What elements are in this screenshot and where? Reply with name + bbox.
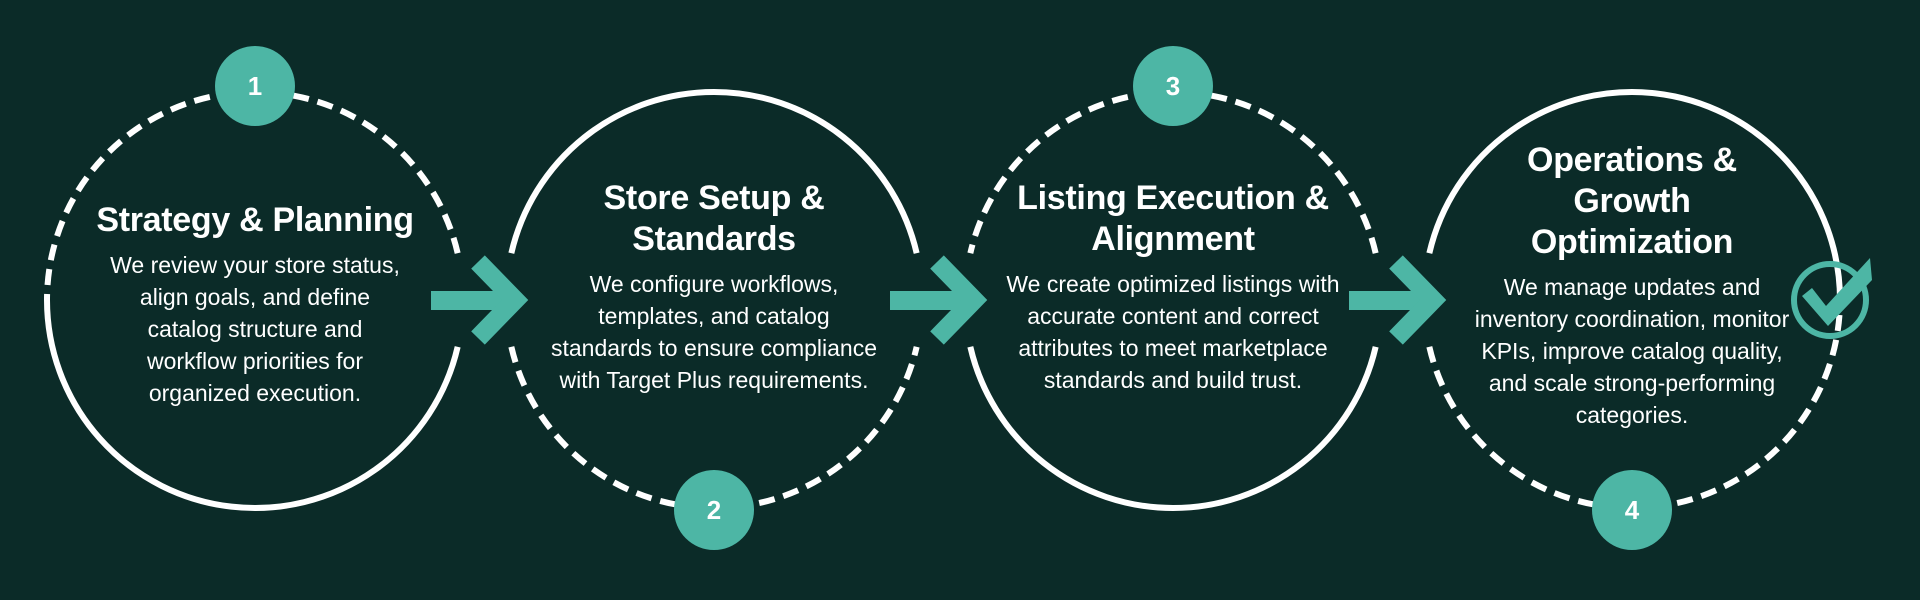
check-circle-icon	[1791, 258, 1872, 339]
step-4: Operations & Growth Optimization We mana…	[1442, 140, 1822, 431]
step-description: We create optimized listings with accura…	[1006, 271, 1340, 393]
step-2: Store Setup & Standards We configure wor…	[524, 178, 904, 396]
circle-bottom-arc	[967, 346, 1379, 511]
step-title: Strategy & Planning	[96, 201, 414, 239]
step-title: Operations & Growth Optimization	[1527, 141, 1737, 261]
step-description: We review your store status, align goals…	[110, 252, 400, 406]
step-number-badge-3: 3	[1133, 46, 1213, 126]
step-description: We configure workflows, templates, and c…	[550, 271, 878, 393]
step-number-badge-1: 1	[215, 46, 295, 126]
circle-bottom-arc	[44, 299, 461, 511]
step-number-badge-4: 4	[1592, 470, 1672, 550]
step-number-badge-2: 2	[674, 470, 754, 550]
arrow-right-icon	[1349, 255, 1447, 345]
step-1: Strategy & Planning We review your store…	[65, 200, 445, 409]
step-title: Listing Execution & Alignment	[1017, 179, 1329, 258]
step-description: We manage updates and inventory coordina…	[1474, 274, 1790, 428]
arrow-right-icon	[890, 255, 988, 345]
circle-top-arc	[1426, 89, 1843, 301]
step-title: Store Setup & Standards	[603, 179, 825, 258]
step-3: Listing Execution & Alignment We create …	[983, 178, 1363, 396]
circle-top-arc	[508, 89, 920, 254]
arrow-right-icon	[431, 255, 529, 345]
